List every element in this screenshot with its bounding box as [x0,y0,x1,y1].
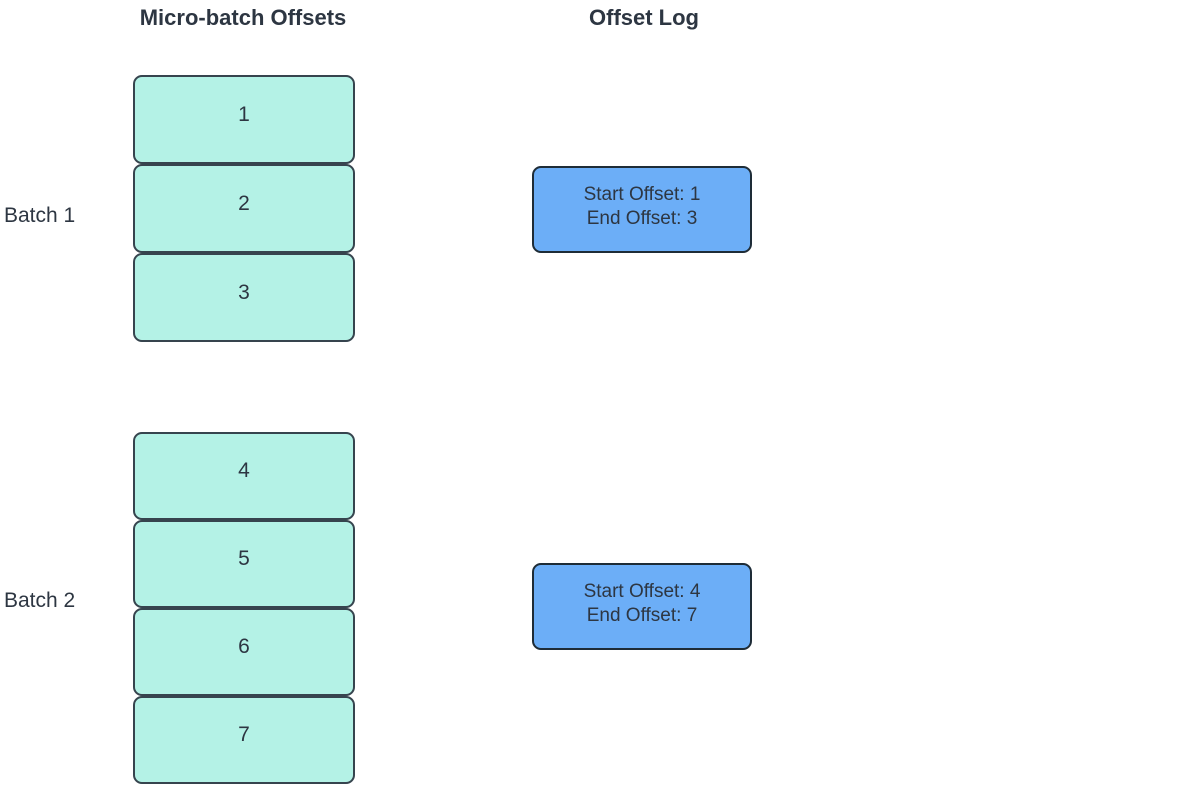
batch-1-offset-log-box: Start Offset: 1 End Offset: 3 [532,166,752,253]
micro-batch-offsets-heading: Micro-batch Offsets [139,5,347,30]
batch-2-offset-log-box: Start Offset: 4 End Offset: 7 [532,563,752,650]
batch-2-label: Batch 2 [4,589,76,612]
offset-number: 5 [238,547,250,570]
end-offset-line: End Offset: 3 [586,208,698,229]
offset-box-5: 5 [133,520,355,608]
batch-2-offset-stack: 4 5 6 7 [133,432,355,784]
offset-box-4: 4 [133,432,355,520]
offset-box-2: 2 [133,164,355,253]
offset-log-heading: Offset Log [589,5,699,30]
batch-1-offset-stack: 1 2 3 [133,75,355,342]
offset-number: 7 [238,723,250,746]
batch-1-label: Batch 1 [4,204,76,227]
start-offset-line: Start Offset: 4 [583,581,701,602]
offset-box-6: 6 [133,608,355,696]
offset-box-3: 3 [133,253,355,342]
offset-number: 3 [238,280,250,304]
offset-box-1: 1 [133,75,355,164]
offset-box-7: 7 [133,696,355,784]
offset-number: 2 [238,191,250,215]
offset-number: 6 [238,635,250,658]
end-offset-line: End Offset: 7 [586,605,698,626]
offset-number: 1 [238,102,250,126]
offset-number: 4 [238,459,250,482]
start-offset-line: Start Offset: 1 [583,184,701,205]
